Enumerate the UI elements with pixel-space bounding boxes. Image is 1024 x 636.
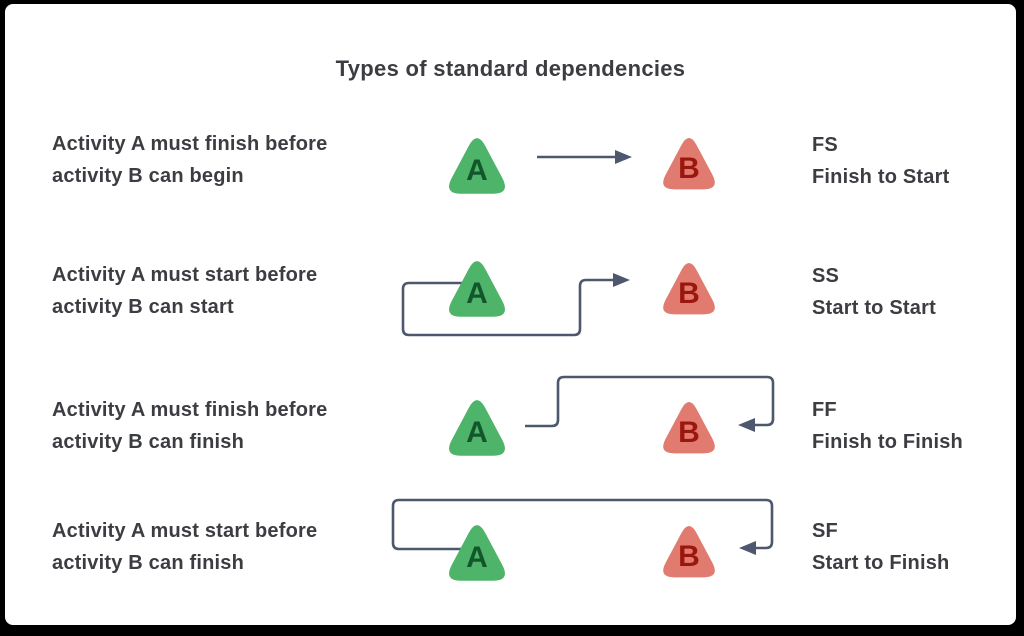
label-start-to-start: SS Start to Start	[812, 260, 1002, 324]
dependency-code-name: Start to Start	[812, 297, 936, 319]
description-line: Activity A must start before	[52, 264, 318, 286]
description-finish-to-start: Activity A must finish before activity B…	[52, 128, 397, 192]
connector-line	[525, 375, 775, 428]
dependency-code-name: Start to Finish	[812, 552, 950, 574]
description-start-to-start: Activity A must start before activity B …	[52, 259, 397, 323]
description-line: activity B can finish	[52, 431, 245, 453]
diagram-card: Types of standard dependencies Activity …	[5, 4, 1016, 625]
label-start-to-finish: SF Start to Finish	[812, 515, 1002, 579]
description-line: activity B can finish	[52, 552, 245, 574]
activity-b-letter: B	[678, 152, 700, 185]
dependency-code-name: Finish to Finish	[812, 431, 963, 453]
arrowhead-icon	[739, 541, 756, 555]
label-finish-to-start: FS Finish to Start	[812, 129, 1002, 193]
arrowhead-icon	[615, 150, 632, 164]
dependency-code: FF	[812, 399, 837, 421]
activity-a-letter: A	[466, 277, 488, 310]
dependency-diagram: A A A A B B B B	[391, 137, 775, 581]
connector-finish-to-start	[537, 150, 632, 164]
description-line: Activity A must start before	[52, 520, 318, 542]
description-line: activity B can begin	[52, 165, 244, 187]
activity-a-letter: A	[466, 154, 488, 187]
arrowhead-icon	[738, 418, 755, 432]
activity-a-letter: A	[466, 416, 488, 449]
description-start-to-finish: Activity A must start before activity B …	[52, 515, 397, 579]
connector-line	[391, 498, 774, 551]
dependency-code: SS	[812, 265, 840, 287]
connector-line	[401, 278, 614, 337]
page-title: Types of standard dependencies	[335, 56, 686, 81]
activity-b-letter: B	[678, 416, 700, 449]
dependency-code-name: Finish to Start	[812, 166, 950, 188]
description-line: activity B can start	[52, 296, 234, 318]
label-finish-to-finish: FF Finish to Finish	[812, 394, 1002, 458]
connector-start-to-finish	[391, 498, 774, 555]
description-line: Activity A must finish before	[52, 399, 328, 421]
activity-a-letter: A	[466, 541, 488, 574]
dependency-code: FS	[812, 134, 838, 156]
arrowhead-icon	[613, 273, 630, 287]
activity-b-letter: B	[678, 540, 700, 573]
description-line: Activity A must finish before	[52, 133, 328, 155]
activity-b-letter: B	[678, 277, 700, 310]
description-finish-to-finish: Activity A must finish before activity B…	[52, 394, 397, 458]
connector-finish-to-finish	[525, 375, 775, 432]
dependency-code: SF	[812, 520, 838, 542]
connector-start-to-start	[401, 273, 630, 337]
